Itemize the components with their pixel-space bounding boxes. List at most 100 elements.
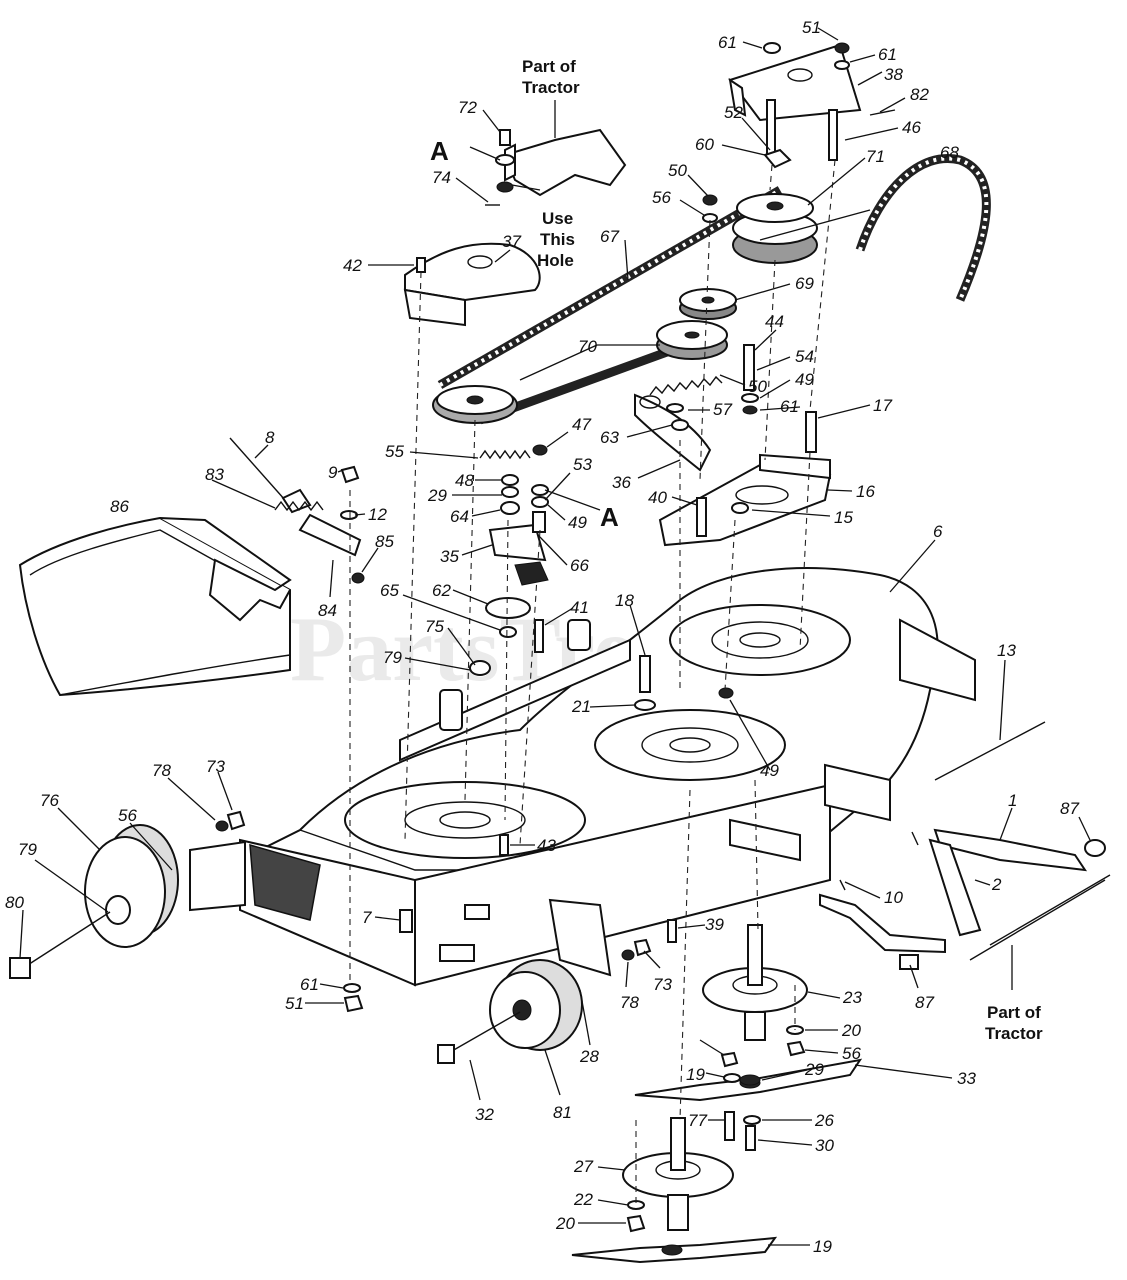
callout: 46 (902, 118, 921, 137)
bracket-37 (403, 242, 541, 327)
callout: 79 (383, 648, 402, 667)
callout: 32 (475, 1105, 494, 1124)
callout: 8 (265, 428, 275, 447)
callout: 18 (615, 591, 634, 610)
callout: 49 (760, 761, 779, 780)
callout: 84 (318, 601, 337, 620)
callout: 56 (652, 188, 671, 207)
callout: 37 (502, 232, 521, 251)
callout: 7 (362, 908, 372, 927)
note-use-this-hole-1: Use (542, 209, 573, 228)
callout: 21 (571, 697, 591, 716)
tractor-rod-13 (934, 721, 1046, 781)
callout: 86 (110, 497, 129, 516)
callout: 47 (572, 415, 591, 434)
callout-numbers: 51 61 61 38 82 46 52 60 71 68 72 74 50 5… (5, 18, 1079, 1256)
deck-belt-68 (855, 154, 991, 302)
callout: 44 (765, 312, 784, 331)
callout: 78 (620, 993, 639, 1012)
callout: 41 (570, 598, 589, 617)
callout: 67 (600, 227, 619, 246)
note-use-this-hole-3: Hole (537, 251, 574, 270)
reference-a-label: A (430, 136, 449, 166)
callout: 10 (884, 888, 903, 907)
callout: 30 (815, 1136, 834, 1155)
callout: 42 (343, 256, 362, 275)
callout: 71 (866, 147, 885, 166)
note-part-of-tractor-top-1: Part of (522, 57, 576, 76)
deflector-rod (229, 437, 312, 514)
callout: 70 (578, 337, 597, 356)
center-pulley-71 (732, 193, 818, 264)
callout: 20 (841, 1021, 861, 1040)
note-part-of-tractor-top-2: Tractor (522, 78, 580, 97)
left-spindle-pulley (432, 385, 518, 424)
leader-lines (19, 27, 1091, 1246)
callout: 76 (40, 791, 59, 810)
callout: 66 (570, 556, 589, 575)
tractor-bracket-top (503, 128, 627, 197)
callout: 50 (748, 377, 767, 396)
callout: 55 (385, 442, 404, 461)
idler-arm-36 (634, 393, 712, 472)
callout: 36 (612, 473, 631, 492)
callout: 81 (553, 1103, 572, 1122)
callout: 85 (375, 532, 394, 551)
hanger-link-2 (928, 838, 982, 937)
callout: 62 (432, 581, 451, 600)
callout: 87 (1060, 799, 1079, 818)
deflector-spring (274, 500, 362, 557)
callout: 49 (795, 370, 814, 389)
callout: 26 (814, 1111, 834, 1130)
callout: 19 (686, 1065, 705, 1084)
callout: 56 (118, 806, 137, 825)
idler-pulley-70 (656, 320, 728, 360)
callout: 38 (884, 65, 903, 84)
callout: 27 (573, 1157, 593, 1176)
callout: 35 (440, 547, 459, 566)
callout: 17 (873, 396, 892, 415)
callout: 12 (368, 505, 387, 524)
callout: 20 (555, 1214, 575, 1233)
callout: 9 (328, 463, 338, 482)
callout: 51 (802, 18, 821, 37)
callout: 50 (668, 161, 687, 180)
callout: 63 (600, 428, 619, 447)
idler-spring-54 (649, 375, 723, 396)
callout: 52 (724, 103, 743, 122)
callout: 60 (695, 135, 714, 154)
callout: 65 (380, 581, 399, 600)
callout: 72 (458, 98, 477, 117)
callout: 80 (5, 893, 24, 912)
blade-31 (571, 1236, 778, 1264)
callout: 33 (957, 1069, 976, 1088)
callout: 61 (718, 33, 737, 52)
gauge-wheel-77 (437, 959, 583, 1064)
callout: 22 (573, 1190, 593, 1209)
idler-bracket-38 (728, 43, 862, 122)
hardware-bolts-nuts (215, 42, 1106, 1233)
callout: 61 (878, 45, 897, 64)
note-labels: Part of Tractor Use This Hole Part of Tr… (430, 57, 1043, 1043)
callout: 49 (568, 513, 587, 532)
callout: 29 (804, 1060, 824, 1079)
callout: 29 (427, 486, 447, 505)
callout: 61 (780, 397, 799, 416)
callout: 16 (856, 482, 875, 501)
callout: 73 (653, 975, 672, 994)
callout: 73 (206, 757, 225, 776)
callout: 78 (152, 761, 171, 780)
callout: 48 (455, 471, 474, 490)
callout: 77 (688, 1111, 707, 1130)
callout: 13 (997, 641, 1016, 660)
callout: 64 (450, 507, 469, 526)
callout: 74 (432, 168, 451, 187)
spindle-assembly-23 (702, 924, 808, 1041)
reference-a-label: A (600, 502, 619, 532)
tractor-rod-bottom (969, 874, 1111, 961)
callout: 23 (842, 988, 862, 1007)
callout: 68 (940, 143, 959, 162)
callout: 15 (834, 508, 853, 527)
callout: 43 (537, 836, 556, 855)
